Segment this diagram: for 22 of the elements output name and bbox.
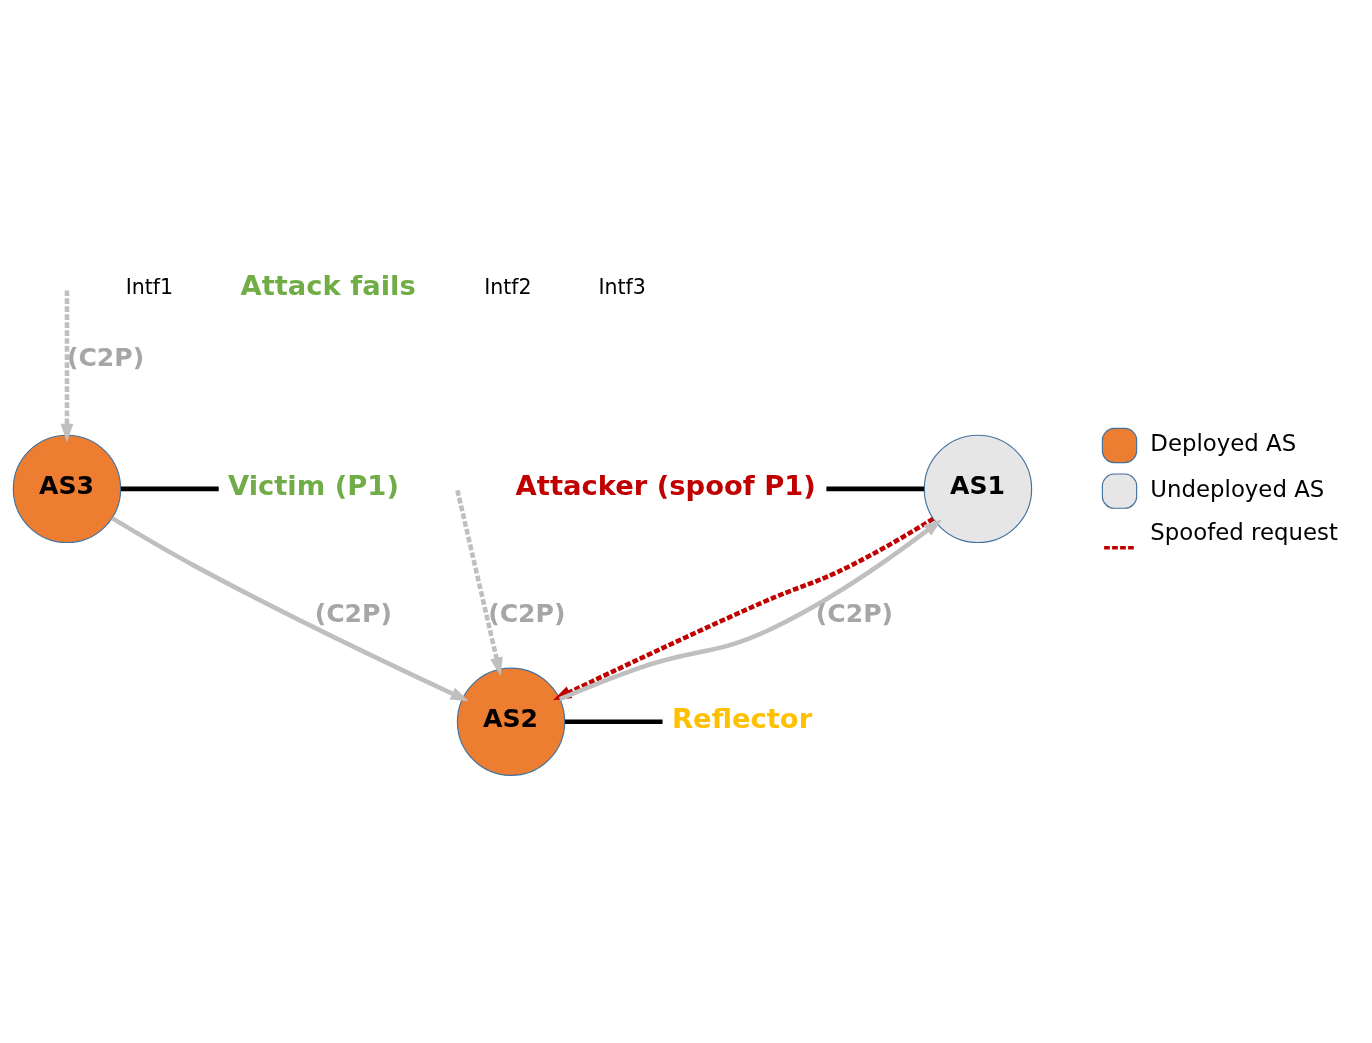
label: Intf1 <box>125 274 174 299</box>
node-circle: AS2 <box>456 667 566 776</box>
connector <box>120 486 219 491</box>
arrow <box>111 515 469 701</box>
node-text: Reflector <box>672 702 813 734</box>
node-text: Victim (P1) <box>227 469 399 501</box>
arrow <box>455 489 503 676</box>
label: Intf3 <box>598 274 646 299</box>
connector <box>826 486 925 491</box>
legend-label: Undeployed AS <box>1150 475 1325 502</box>
label: Attack fails <box>240 269 416 301</box>
legend-label: Deployed AS <box>1150 429 1297 456</box>
edge-label: (C2P) <box>314 598 392 628</box>
node-text: Attacker (spoof P1) <box>515 469 816 501</box>
edge-label: (C2P) <box>66 342 145 372</box>
legend-label: Spoofed request <box>1150 518 1338 545</box>
connector <box>564 719 663 724</box>
edge-label: (C2P) <box>488 598 566 628</box>
label: Intf2 <box>484 274 532 299</box>
arrow <box>60 289 74 442</box>
edge-label: (C2P) <box>815 598 894 628</box>
node-circle: AS3 <box>12 434 122 543</box>
